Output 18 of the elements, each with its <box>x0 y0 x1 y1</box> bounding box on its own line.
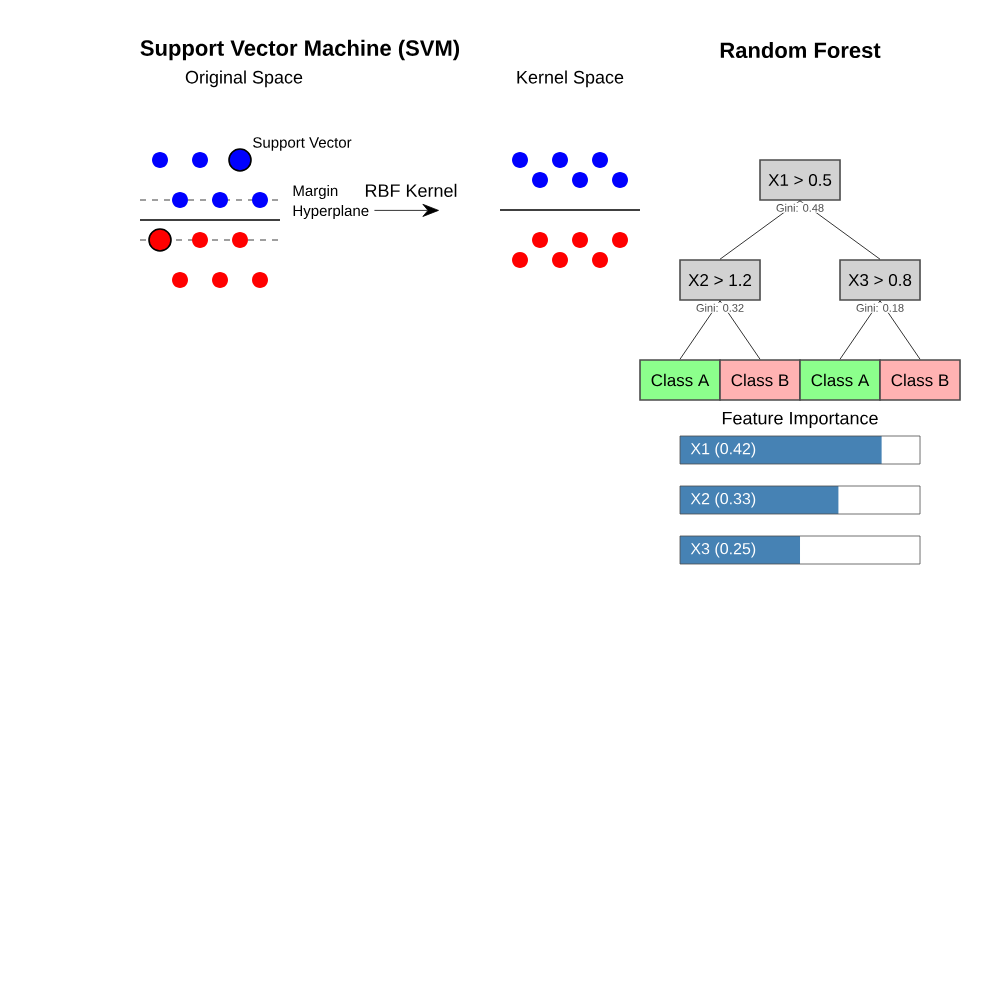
chart-title: Feature Importance <box>722 411 878 429</box>
importance-bar: X1 (0.42) <box>679 435 921 465</box>
decision-box: X1 > 0.5 <box>759 159 841 201</box>
decision-box: X2 > 1.2 <box>679 259 761 301</box>
plot-heading: Original Space <box>185 70 303 88</box>
decision-box: X3 > 0.8 <box>839 259 921 301</box>
plot-heading: Kernel Space <box>517 70 624 88</box>
tree-branch <box>799 200 881 260</box>
leaf-box: Class A <box>639 359 721 401</box>
leaf-box: Class A <box>799 359 881 401</box>
importance-bar: X2 (0.33) <box>679 485 921 515</box>
arrow <box>374 203 439 217</box>
tree-branch <box>719 200 801 260</box>
importance-bar: X3 (0.25) <box>679 535 921 565</box>
section-title: Random Forest <box>720 41 881 59</box>
leaf-box: Class B <box>719 359 801 401</box>
section-title: Support Vector Machine (SVM) <box>140 39 460 61</box>
leaf-box: Class B <box>879 359 961 401</box>
